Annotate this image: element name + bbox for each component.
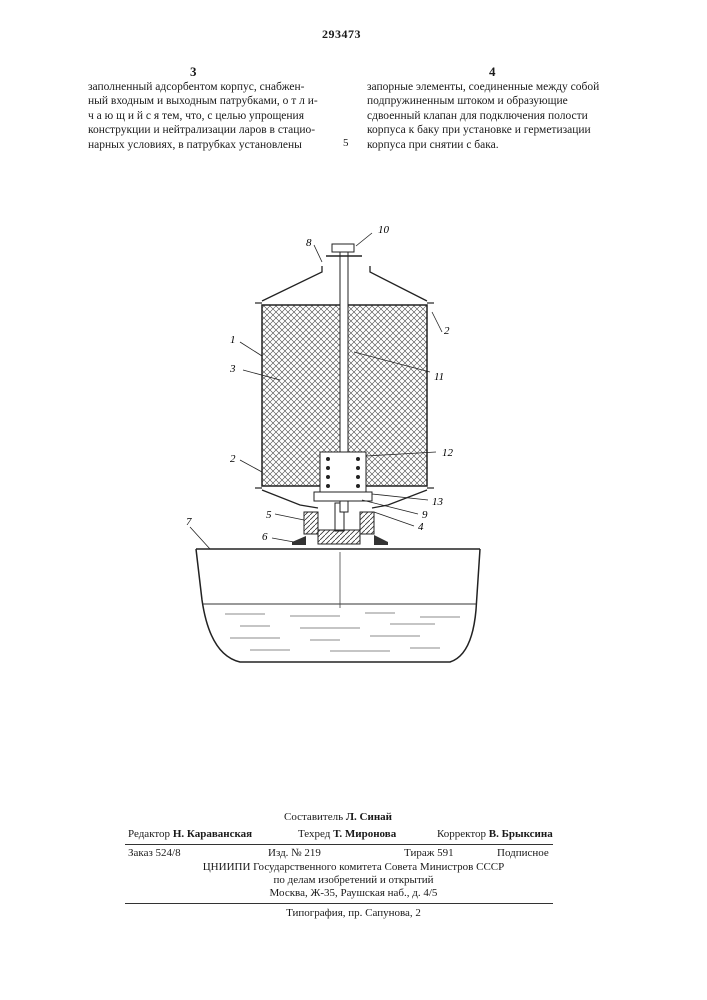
part-label: 10 bbox=[378, 224, 390, 236]
part-label: 9 bbox=[422, 509, 428, 521]
techred-line: Техред Т. Миронова bbox=[298, 828, 396, 840]
org-line-3: Москва, Ж-35, Раушская наб., д. 4/5 bbox=[0, 887, 707, 899]
printer-line: Типография, пр. Сапунова, 2 bbox=[0, 907, 707, 919]
part-label: 6 bbox=[262, 531, 268, 543]
divider bbox=[125, 903, 553, 904]
org-line-1: ЦНИИПИ Государственного комитета Совета … bbox=[0, 861, 707, 873]
part-label: 7 bbox=[186, 516, 192, 528]
part-label: 2 bbox=[444, 325, 450, 337]
corrector-label: Корректор bbox=[437, 828, 486, 840]
edition-number: Изд. № 219 bbox=[268, 847, 321, 859]
print-run: Тираж 591 bbox=[404, 847, 454, 859]
corrector-line: Корректор В. Брыксина bbox=[437, 828, 553, 840]
part-label: 5 bbox=[266, 509, 272, 521]
divider bbox=[125, 844, 553, 845]
part-label: 1 bbox=[230, 334, 236, 346]
editor-label: Редактор bbox=[128, 828, 170, 840]
subscription: Подписное bbox=[497, 847, 549, 859]
compiler-line: Составитель Л. Синай bbox=[284, 811, 392, 823]
part-label: 4 bbox=[418, 521, 424, 533]
compiler-label: Составитель bbox=[284, 811, 343, 823]
part-label: 11 bbox=[434, 371, 444, 383]
part-label: 2 bbox=[230, 453, 236, 465]
technical-drawing: 10 8 2 1 11 3 12 2 13 9 4 5 6 7 bbox=[0, 0, 707, 700]
part-label: 3 bbox=[229, 363, 236, 375]
order-number: Заказ 524/8 bbox=[128, 847, 181, 859]
techred-label: Техред bbox=[298, 828, 330, 840]
compiler-name: Л. Синай bbox=[346, 811, 392, 823]
part-label: 12 bbox=[442, 447, 454, 459]
corrector-name: В. Брыксина bbox=[489, 828, 553, 840]
org-line-2: по делам изобретений и открытий bbox=[0, 874, 707, 886]
techred-name: Т. Миронова bbox=[333, 828, 396, 840]
part-label: 13 bbox=[432, 496, 444, 508]
tank bbox=[196, 549, 480, 662]
editor-name: Н. Караванская bbox=[173, 828, 252, 840]
part-label: 8 bbox=[306, 237, 312, 249]
editor-line: Редактор Н. Караванская bbox=[128, 828, 252, 840]
